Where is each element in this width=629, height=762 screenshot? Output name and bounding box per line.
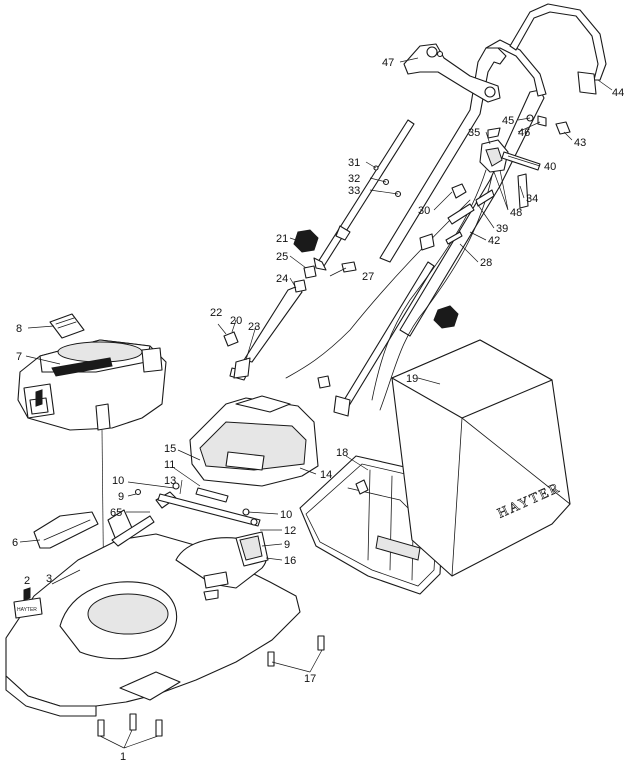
- callout-32: 32: [348, 173, 360, 185]
- callout-42: 42: [488, 235, 500, 247]
- callout-22: 22: [210, 307, 222, 319]
- callout-23: 23: [248, 321, 260, 333]
- callout-1: 1: [120, 751, 126, 762]
- fixing-bolts: [97, 635, 325, 737]
- callout-8: 8: [16, 323, 22, 335]
- callout-21: 21: [276, 233, 288, 245]
- engine-label: [49, 313, 85, 339]
- callout-48: 48: [510, 207, 522, 219]
- callout-28: 28: [480, 257, 492, 269]
- callout-39: 39: [496, 223, 508, 235]
- callout-65: 65: [110, 507, 122, 519]
- callout-6: 6: [12, 537, 18, 549]
- badge-text: HAYTER: [17, 607, 37, 613]
- callout-47: 47: [382, 57, 394, 69]
- callout-27: 27: [362, 271, 374, 283]
- grass-bag: HAYTER: [391, 339, 571, 577]
- control-lever-assembly: [479, 127, 541, 173]
- callout-10-right: 10: [280, 509, 292, 521]
- callout-45: 45: [502, 115, 514, 127]
- callout-3: 3: [46, 573, 52, 585]
- callout-34: 34: [526, 193, 538, 205]
- handle-hardware: [341, 114, 571, 273]
- callout-31: 31: [348, 157, 360, 169]
- handle-knobs: [223, 229, 459, 389]
- callout-43: 43: [574, 137, 586, 149]
- callout-33: 33: [348, 185, 360, 197]
- callout-24: 24: [276, 273, 288, 285]
- adjuster-rods: [111, 482, 261, 547]
- rear-flap-assembly: [189, 395, 319, 487]
- callout-11: 11: [164, 459, 175, 471]
- callout-14: 14: [320, 469, 332, 481]
- leader-lines: [19, 57, 613, 749]
- front-cover: [33, 511, 99, 549]
- lower-handle-bar: [233, 265, 317, 379]
- callout-20: 20: [230, 315, 242, 327]
- callout-15: 15: [164, 443, 176, 455]
- callout-9-right: 9: [284, 539, 290, 551]
- height-adjuster: [175, 531, 269, 601]
- callout-19: 19: [406, 373, 418, 385]
- engine: [17, 339, 167, 431]
- callout-16: 16: [284, 555, 296, 567]
- callout-labels: 1 2 3 6 7 8 9 9 10 10 11 12 13 14 15 16 …: [12, 57, 624, 762]
- callout-9-left: 9: [118, 491, 124, 503]
- callout-2: 2: [24, 575, 30, 587]
- callout-18: 18: [336, 447, 348, 459]
- callout-44: 44: [612, 87, 624, 99]
- callout-40: 40: [544, 161, 556, 173]
- callout-17: 17: [304, 673, 316, 685]
- bail-bar: [509, 3, 607, 95]
- callout-46: 46: [518, 127, 530, 139]
- callout-10-left: 10: [112, 475, 124, 487]
- callout-13: 13: [164, 475, 176, 487]
- callout-30: 30: [418, 205, 430, 217]
- callout-12: 12: [284, 525, 296, 537]
- callout-35: 35: [468, 127, 480, 139]
- callout-25: 25: [276, 251, 288, 263]
- handle-bracket: [403, 43, 501, 103]
- callout-7: 7: [16, 351, 22, 363]
- hayter-badge: HAYTER: [13, 587, 43, 619]
